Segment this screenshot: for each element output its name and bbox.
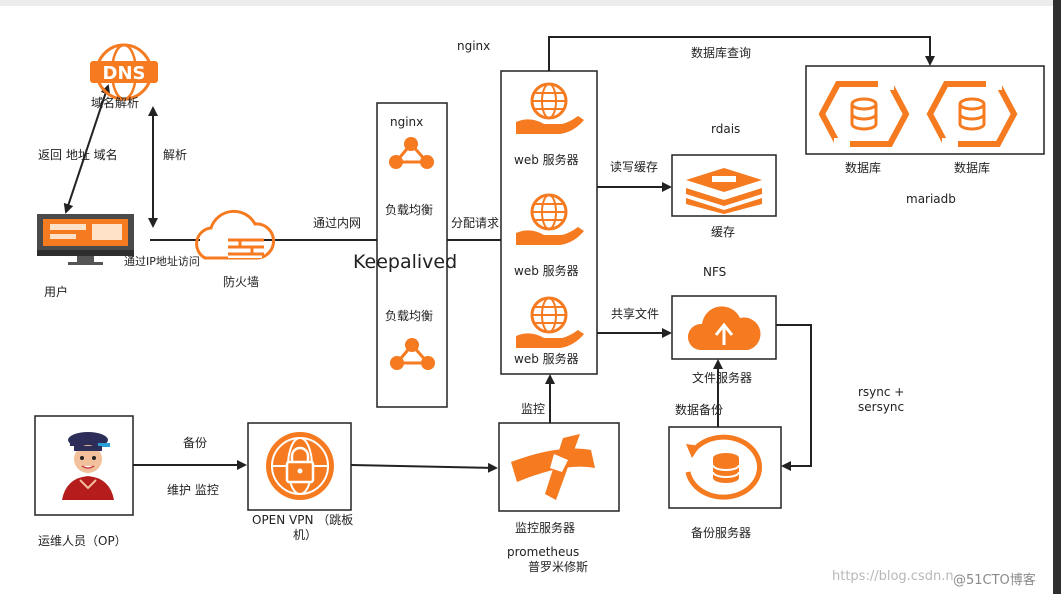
redis-title: rdais	[711, 122, 740, 136]
db-query-arrow	[548, 36, 935, 71]
distribute-label: 分配请求	[451, 216, 499, 230]
via-ip-label: 通过IP地址访问	[124, 254, 200, 268]
web-servers-box	[500, 70, 598, 375]
file-server-icon	[687, 306, 761, 350]
dns-return-arrow	[63, 84, 111, 214]
web-server-icon	[516, 193, 584, 245]
file-server-label: 文件服务器	[692, 370, 752, 385]
vpn-lock-icon	[266, 432, 334, 500]
maintain-monitor-label: 维护 监控	[167, 483, 219, 497]
db-query-label: 数据库查询	[691, 45, 751, 60]
monitor-icon	[511, 434, 595, 500]
db-label-1: 数据库	[845, 160, 881, 175]
web-server-icon	[516, 296, 584, 348]
load-balance-label-1: 负载均衡	[385, 203, 433, 217]
monitor-label: 监控	[521, 402, 545, 416]
keepalived-label: Keepalived	[353, 251, 457, 273]
openvpn-label: OPEN VPN （跳板 机）	[252, 513, 357, 542]
redis-icon	[686, 168, 762, 214]
web-server-icon	[516, 82, 584, 134]
avatar	[62, 432, 114, 500]
monitor-server-label: 监控服务器	[515, 520, 575, 535]
openvpn-box	[247, 422, 352, 511]
nfs-title: NFS	[703, 265, 726, 279]
cache-rw-label: 读写缓存	[610, 160, 658, 174]
svg-text:DNS: DNS	[103, 63, 146, 84]
load-balancer-icon	[390, 338, 435, 370]
dns-name-label: 域名解析	[91, 95, 139, 110]
return-label: 返回 地址 域名	[38, 147, 118, 162]
rsync-label: rsync + sersync	[858, 385, 908, 414]
load-balancer-icon	[389, 137, 434, 169]
computer-icon	[37, 214, 134, 265]
firewall-icon	[195, 209, 275, 260]
mariadb-label: mariadb	[906, 192, 956, 206]
watermark: https://blog.csdn.n	[832, 569, 954, 584]
right-frame-bar	[1053, 0, 1061, 594]
prometheus-cn-label: 普罗米修斯	[528, 559, 588, 574]
resolve-label: 解析	[163, 148, 187, 162]
database-box	[805, 65, 1045, 155]
file-server-box	[671, 295, 777, 360]
database-icon	[818, 80, 910, 148]
via-intranet-label: 通过内网	[313, 216, 361, 230]
prometheus-label: prometheus	[507, 545, 579, 559]
data-backup-label: 数据备份	[675, 402, 723, 417]
monitor-server-box	[498, 422, 620, 512]
backup-label: 备份	[183, 436, 207, 450]
nginx-lb-title: nginx	[390, 115, 423, 129]
backup-icon	[685, 434, 762, 500]
user-label: 用户	[44, 284, 68, 299]
firewall-label: 防火墙	[223, 274, 259, 289]
backup-server-label: 备份服务器	[691, 525, 751, 540]
web-server-label-1: web 服务器	[514, 152, 579, 167]
nginx-lb-box	[376, 102, 448, 408]
ops-label: 运维人员（OP）	[38, 534, 127, 548]
share-files-label: 共享文件	[611, 306, 659, 321]
nginx-web-title: nginx	[457, 39, 490, 53]
database-icon	[926, 80, 1018, 148]
web-server-label-2: web 服务器	[514, 263, 579, 278]
redis-box	[671, 154, 777, 217]
web-server-label-3: web 服务器	[514, 351, 579, 366]
vpn-monitor-arrow	[350, 462, 498, 473]
load-balance-label-2: 负载均衡	[385, 309, 433, 323]
rsync-arrow	[776, 324, 812, 471]
cache-label: 缓存	[711, 225, 735, 239]
dns-icon: DNS	[90, 43, 158, 101]
db-label-2: 数据库	[954, 160, 990, 175]
top-frame-bar	[0, 0, 1061, 6]
watermark-site: @51CTO博客	[953, 573, 1036, 588]
